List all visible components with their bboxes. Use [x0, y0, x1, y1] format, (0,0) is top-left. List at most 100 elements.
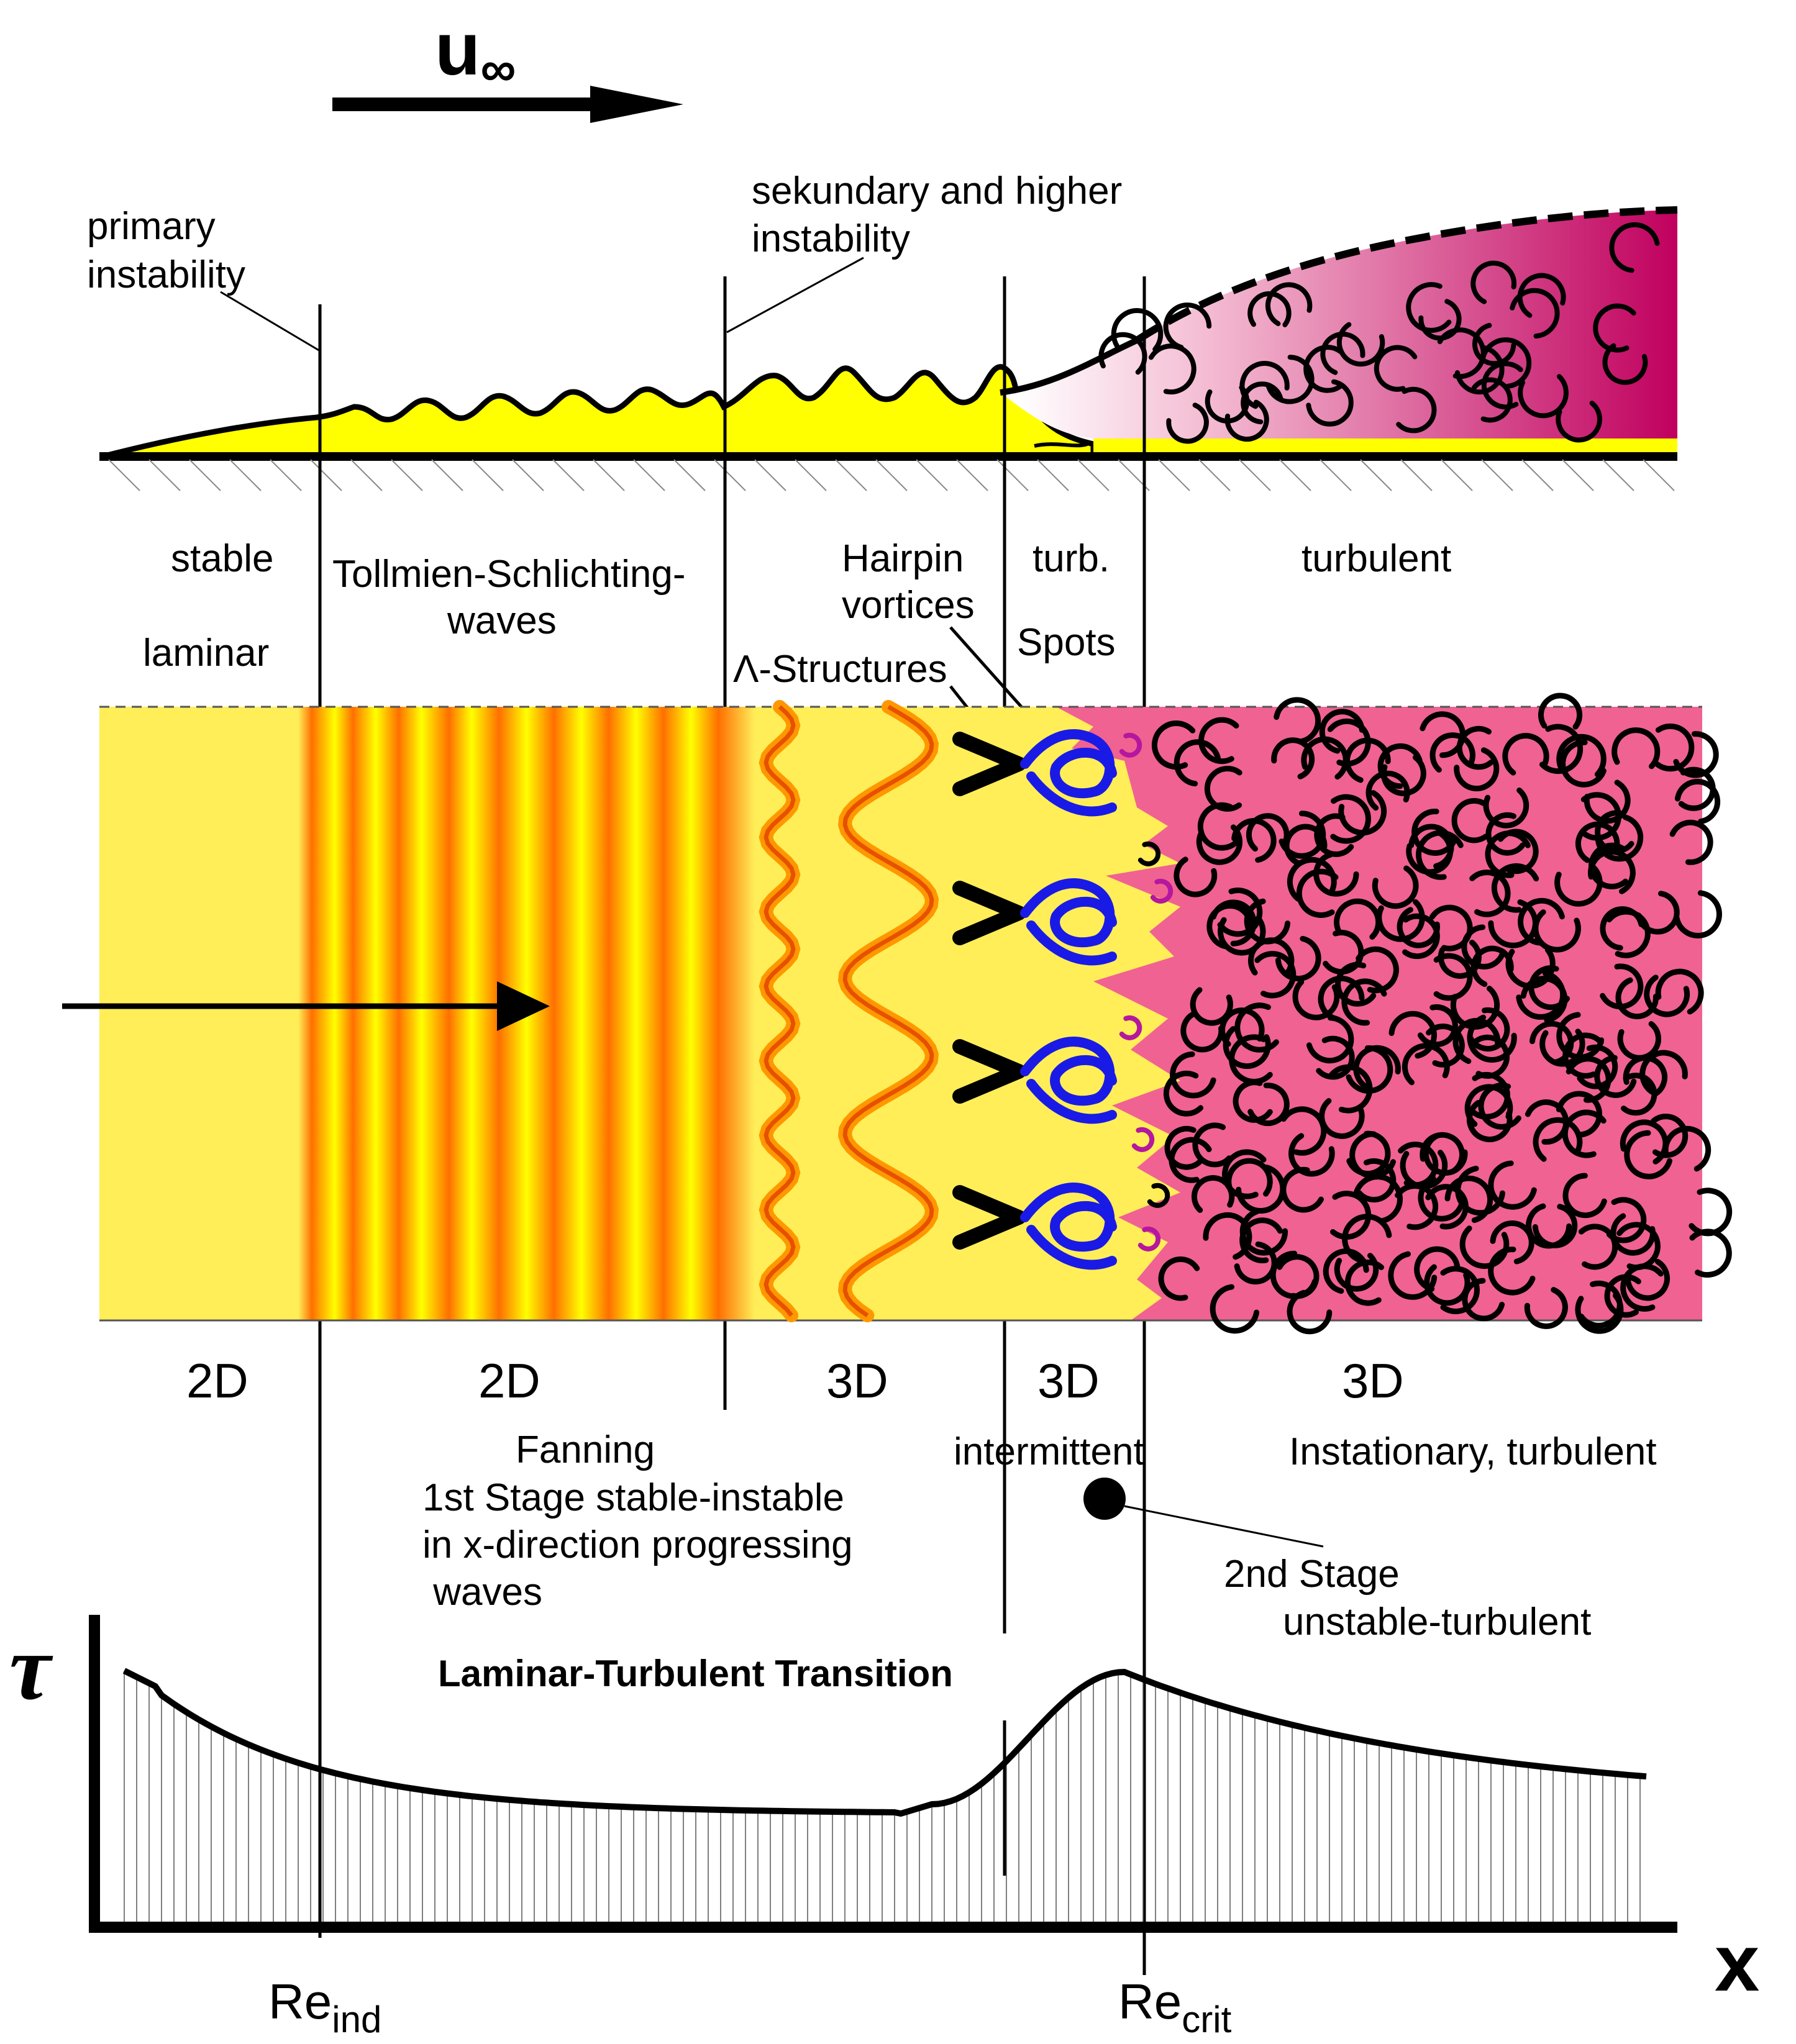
vortex-c: [1575, 821, 1620, 863]
vortex-c: [1174, 856, 1218, 897]
vortex-c: [1452, 1017, 1501, 1065]
vortex-c: [1306, 379, 1354, 427]
hatch-mark: [1562, 459, 1594, 491]
vortex-c: [1602, 343, 1648, 385]
vortex-c: [1480, 337, 1532, 389]
vortex-c: [1517, 273, 1566, 318]
small-vortex: [1131, 1127, 1155, 1152]
vortex-c: [1662, 1125, 1712, 1172]
vortex-c: [1169, 1137, 1212, 1183]
vortex-c: [1429, 732, 1475, 773]
freestream-label: u∞: [435, 7, 516, 96]
small-vortex: [1137, 1226, 1161, 1251]
hairpin-vortex: [1020, 1037, 1117, 1124]
vortex-c: [1467, 1014, 1517, 1063]
stable-label: stable: [171, 537, 273, 580]
vortex-c: [1461, 924, 1506, 970]
vortex-c: [1533, 1117, 1583, 1162]
hatch-mark: [1441, 459, 1473, 491]
vortex-c: [1464, 1084, 1513, 1127]
intermittent-label: intermittent: [954, 1430, 1144, 1473]
vortex-c: [1406, 282, 1452, 333]
vortex-c: [1210, 1284, 1260, 1334]
vortex-c: [1556, 734, 1607, 778]
vortex-c: [1674, 890, 1722, 938]
vortex-c: [1335, 961, 1377, 1007]
vortex-c: [1224, 399, 1269, 442]
dimension-4: 3D: [1037, 1353, 1100, 1408]
vortex-c: [1239, 1209, 1288, 1256]
vortex-c: [1287, 1289, 1333, 1335]
vortex-c: [1365, 770, 1410, 811]
vortex-c: [1593, 303, 1636, 353]
vortex-c: [1488, 1160, 1537, 1210]
hatch-mark: [1037, 459, 1069, 491]
hatch-mark: [1077, 459, 1110, 491]
vortex-c: [1600, 906, 1644, 951]
vortex-c: [1353, 1045, 1401, 1091]
wave-3d-a-core: [764, 705, 796, 1317]
hatch-mark: [189, 459, 221, 491]
turb-spots-label: turb.Spots: [1017, 537, 1116, 664]
vortex-c: [1265, 282, 1313, 327]
vortex-c: [1319, 1098, 1365, 1139]
instationary-label: Instationary, turbulent: [1289, 1430, 1657, 1473]
vortex-c: [1577, 1044, 1618, 1089]
vortex-c: [1491, 863, 1539, 913]
hatch-mark: [431, 459, 463, 491]
dimension-5: 3D: [1342, 1353, 1404, 1408]
hatch-mark: [1279, 459, 1311, 491]
vortex-c: [1644, 974, 1690, 1017]
lambda-structure: [952, 732, 1026, 796]
vortex-c: [1111, 308, 1164, 352]
vortex-c: [1578, 1224, 1618, 1270]
vortex-c: [1372, 865, 1419, 909]
vortex-c: [1606, 909, 1651, 958]
vortex-c: [1395, 1183, 1439, 1230]
vortex-c: [1502, 733, 1549, 776]
transition-point-marker: [1083, 1478, 1126, 1520]
hatch-mark: [1320, 459, 1352, 491]
hatch-mark: [1360, 459, 1392, 491]
wave-3d-b-core: [842, 704, 934, 1317]
vortex-c: [1236, 1165, 1286, 1214]
vortex-c: [1454, 747, 1500, 792]
graph-axes: [89, 1615, 1677, 1933]
vortex-c: [1689, 1229, 1732, 1278]
hairpin-vortex: [1020, 1183, 1117, 1270]
vortex-c: [1483, 788, 1529, 829]
vortex-c: [1566, 1056, 1611, 1103]
hatch-mark: [1602, 459, 1634, 491]
vortex-c: [1275, 935, 1321, 981]
vortex-c: [1402, 1043, 1450, 1086]
vortex-c: [1526, 1203, 1572, 1249]
vortex-c: [1562, 1109, 1607, 1158]
wall-shear-fill: [124, 1671, 1641, 1922]
vortex-c: [1323, 1248, 1369, 1294]
vortex-c: [1374, 345, 1418, 392]
vortex-c: [1456, 725, 1494, 770]
vortex-c: [1562, 1032, 1604, 1079]
vortex-c: [1296, 868, 1339, 918]
hatch-mark: [108, 459, 140, 491]
vortex-c: [1158, 1256, 1200, 1301]
vortex-c: [1510, 288, 1560, 339]
hatch-mark: [552, 459, 585, 491]
vortex-c: [1174, 739, 1221, 787]
vortex-c: [1396, 386, 1437, 434]
vortex-c: [1327, 718, 1371, 767]
vortex-c: [1402, 913, 1440, 960]
three-d-waves: [759, 700, 939, 1322]
vortex-c: [1205, 385, 1250, 424]
vortex-c: [1234, 1002, 1279, 1053]
vortex-c: [1654, 723, 1695, 772]
vortex-c: [1226, 1158, 1273, 1197]
graph-title: Laminar-Turbulent Transition: [438, 1653, 953, 1694]
vortex-c: [1344, 737, 1391, 783]
hatch-mark: [1643, 459, 1675, 491]
vortex-c: [1280, 1166, 1324, 1213]
vortex-c: [1455, 345, 1505, 395]
vortex-c: [1292, 979, 1340, 1020]
hatch-mark: [1239, 459, 1271, 491]
